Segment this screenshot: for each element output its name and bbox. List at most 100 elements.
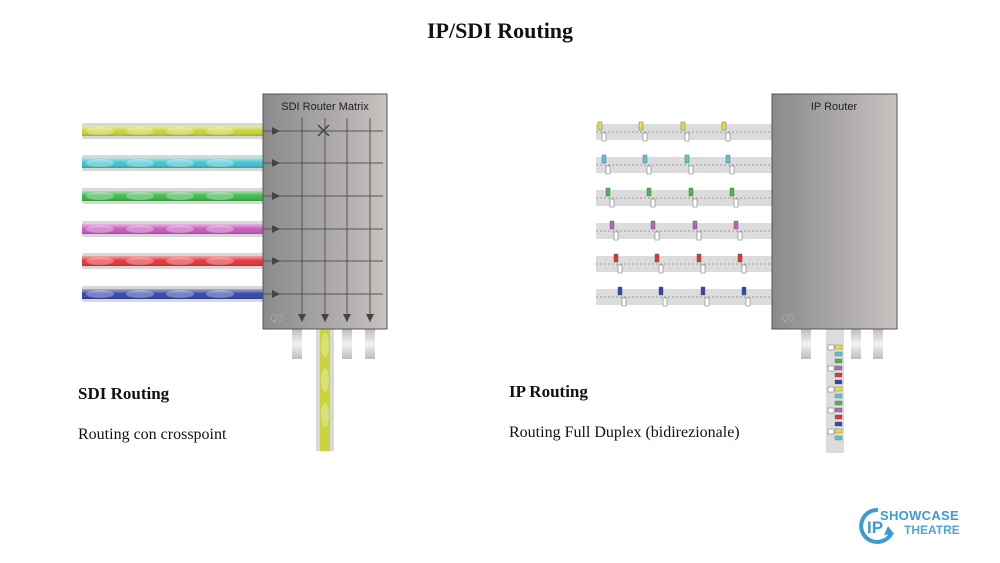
ip-network-line (596, 121, 772, 142)
data-packet (733, 220, 739, 230)
return-packet (617, 264, 623, 274)
data-packet (834, 414, 843, 420)
page-title: IP/SDI Routing (426, 18, 574, 43)
signal-pulse (321, 333, 329, 357)
return-packet (725, 132, 731, 142)
data-packet (638, 121, 644, 131)
return-packet (642, 132, 648, 142)
data-packet (692, 220, 698, 230)
ip-router-label: IP Router (811, 101, 858, 113)
data-packet (737, 253, 743, 263)
output-stub (365, 329, 375, 359)
arrow-right-icon (272, 257, 280, 265)
arrow-right-icon (272, 225, 280, 233)
ip-description: Routing Full Duplex (bidirezionale) (509, 424, 740, 441)
arrow-right-icon (272, 159, 280, 167)
ip-network-line (596, 154, 772, 175)
data-packet (741, 286, 747, 296)
data-packet (725, 154, 731, 164)
return-packet (658, 264, 664, 274)
return-packet (688, 165, 694, 175)
logo-line1: SHOWCASE (880, 508, 959, 523)
data-packet (834, 421, 843, 427)
data-packet (684, 154, 690, 164)
sdi-input-cable (82, 253, 264, 269)
cable-shade (82, 191, 264, 201)
sdi-router-watermark: Q3 (270, 313, 284, 324)
return-packet (621, 297, 627, 307)
return-packet (827, 428, 835, 435)
sdi-output-stubs (292, 329, 375, 359)
cable-shade (82, 289, 264, 299)
signal-pulse (166, 192, 194, 200)
crosspoint-x-icon (317, 124, 330, 137)
data-packet (834, 407, 843, 413)
data-packet (834, 435, 843, 441)
sdi-input-cable (82, 188, 264, 204)
return-packet (654, 231, 660, 241)
output-stub (292, 329, 302, 359)
arrow-down-icon (343, 314, 351, 322)
return-packet (827, 386, 835, 393)
sdi-router-label: SDI Router Matrix (281, 101, 369, 113)
signal-pulse (86, 225, 114, 233)
ip-network-line (596, 220, 772, 241)
return-packet (613, 231, 619, 241)
data-packet (834, 344, 843, 350)
sdi-input-cable (82, 221, 264, 237)
ip-network-line (596, 253, 772, 274)
return-packet (827, 407, 835, 414)
data-packet (729, 187, 735, 197)
signal-pulse (166, 225, 194, 233)
data-packet (834, 351, 843, 357)
return-packet (605, 165, 611, 175)
sdi-input-cable (82, 123, 264, 139)
output-stub (873, 329, 883, 359)
return-packet (827, 365, 835, 372)
sdi-input-cables (82, 123, 264, 302)
data-packet (688, 187, 694, 197)
signal-pulse (166, 257, 194, 265)
logo-text: SHOWCASE THEATRE (880, 508, 960, 538)
ip-network-line (596, 187, 772, 208)
data-packet (646, 187, 652, 197)
cable-shade (82, 224, 264, 234)
return-packet (684, 132, 690, 142)
sdi-caption: SDI Routing Routing con crosspoint (78, 384, 226, 444)
logo-mark-text: IP (867, 518, 883, 537)
output-stub (801, 329, 811, 359)
arrow-down-icon (321, 314, 329, 322)
ip-network-line (596, 286, 772, 307)
output-cable-signal (320, 329, 330, 451)
ip-router-box (771, 93, 898, 330)
arrow-right-icon (272, 290, 280, 298)
data-packet (680, 121, 686, 131)
data-packet (642, 154, 648, 164)
data-packet (834, 393, 843, 399)
logo-mark-icon: IP (859, 507, 894, 544)
ip-output-stubs (801, 329, 883, 359)
return-packet (609, 198, 615, 208)
data-packet (834, 372, 843, 378)
ip-network-lines (596, 121, 772, 307)
data-packet (601, 154, 607, 164)
ip-output-cable (826, 329, 844, 453)
output-stub (851, 329, 861, 359)
signal-pulse (126, 290, 154, 298)
arrow-right-icon (272, 192, 280, 200)
output-stub (342, 329, 352, 359)
data-packet (834, 358, 843, 364)
data-packet (654, 253, 660, 263)
data-packet (650, 220, 656, 230)
ip-router-watermark: Q3 (781, 313, 795, 324)
data-packet (609, 220, 615, 230)
signal-pulse (86, 192, 114, 200)
signal-pulse (206, 127, 234, 135)
sdi-input-cable (82, 155, 264, 171)
data-packet (834, 428, 843, 434)
signal-pulse (166, 159, 194, 167)
return-packet (700, 264, 706, 274)
ip-showcase-logo: IP SHOWCASE THEATRE (858, 506, 988, 546)
data-packet (617, 286, 623, 296)
